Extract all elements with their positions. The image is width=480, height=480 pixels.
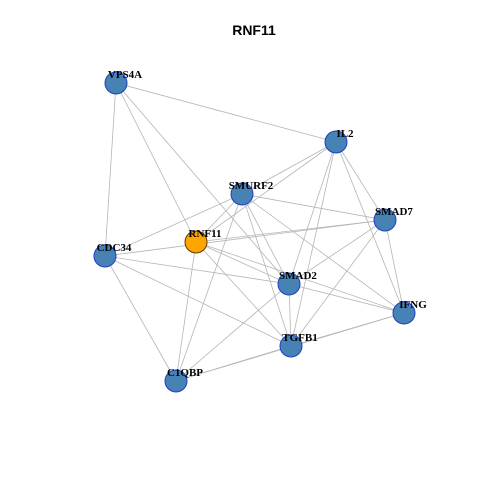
node-smad7[interactable] [373,208,397,232]
node-label-cdc34: CDC34 [97,242,132,254]
edge-layer [104,82,405,382]
edge-cdc34-tgfb1 [104,255,292,347]
edge-cdc34-smad2 [104,255,290,285]
edge-smurf2-cdc34 [104,193,243,257]
node-ifng[interactable] [392,301,416,325]
edge-il2-smurf2 [241,141,337,195]
edge-smurf2-c1qbp [175,193,243,382]
node-label-smad2: SMAD2 [279,270,317,282]
edge-smurf2-smad7 [241,193,386,221]
node-label-il2: IL2 [336,128,354,140]
edge-smurf2-ifng [241,193,405,314]
edge-smad7-cdc34 [104,219,386,257]
node-label-vps4a: VPS4A [108,69,142,81]
edge-vps4a-il2 [115,82,337,143]
edge-vps4a-rnf11 [115,82,197,243]
diagram-title: RNF11 [232,22,276,38]
edge-rnf11-c1qbp [175,241,197,382]
edge-smad7-rnf11 [195,219,386,243]
edge-rnf11-ifng [195,241,405,314]
node-label-rnf11: RNF11 [189,228,222,240]
edge-cdc34-c1qbp [104,255,177,382]
edge-smad7-ifng [384,219,405,314]
edge-rnf11-smad2 [195,241,290,285]
edge-smad2-ifng [288,283,405,314]
node-layer [93,71,416,393]
edge-il2-rnf11 [195,141,337,243]
edge-smad7-smad2 [288,219,386,285]
edge-smurf2-tgfb1 [241,193,292,347]
node-smurf2[interactable] [230,182,254,206]
edge-vps4a-cdc34 [104,82,117,257]
edge-il2-smad7 [335,141,386,221]
node-label-smad7: SMAD7 [375,206,413,218]
node-cdc34[interactable] [93,244,117,268]
node-label-smurf2: SMURF2 [229,180,274,192]
node-label-ifng: IFNG [399,299,427,311]
node-rnf11[interactable] [184,230,208,254]
edge-smad7-tgfb1 [290,219,386,347]
edge-il2-smad2 [288,141,337,285]
node-label-tgfb1: TGFB1 [282,332,317,344]
edge-rnf11-tgfb1 [195,241,292,347]
node-vps4a[interactable] [104,71,128,95]
node-smad2[interactable] [277,272,301,296]
edge-smad2-c1qbp [175,283,290,382]
node-tgfb1[interactable] [279,334,303,358]
edge-il2-ifng [335,141,405,314]
node-c1qbp[interactable] [164,369,188,393]
node-il2[interactable] [324,130,348,154]
edge-smurf2-smad2 [241,193,290,285]
edge-il2-tgfb1 [290,141,337,347]
node-label-c1qbp: C1QBP [167,367,203,379]
